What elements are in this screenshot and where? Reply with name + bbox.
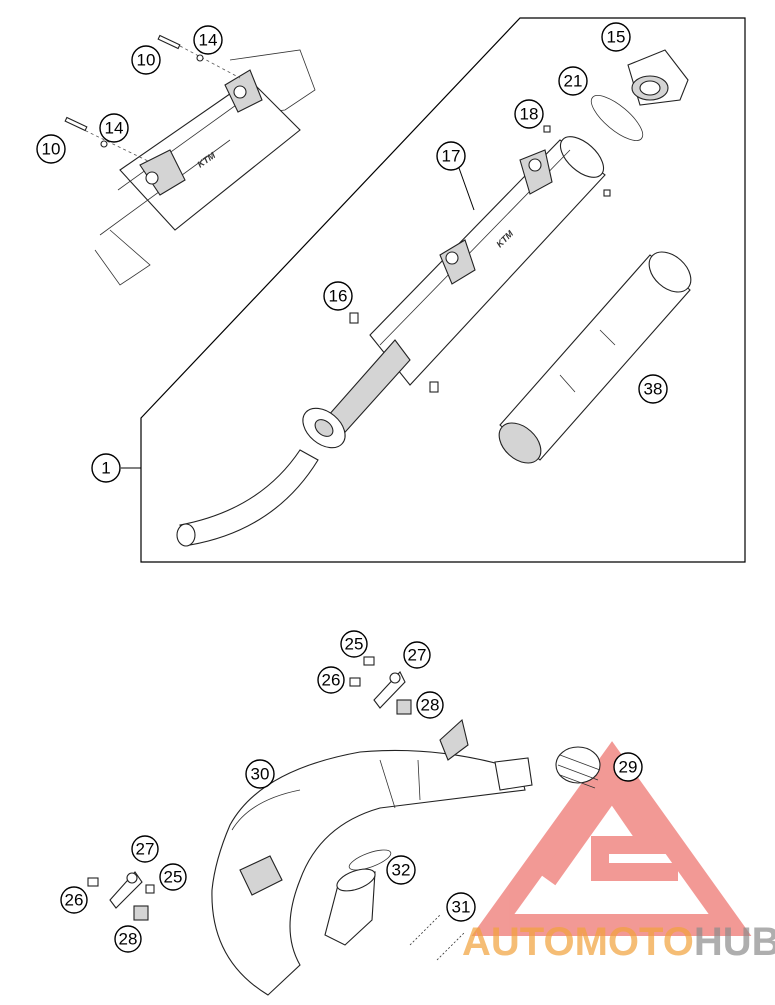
- callout-10b: 10: [36, 134, 66, 164]
- callout-14a: 14: [193, 25, 223, 55]
- watermark-auto: AUTO: [462, 920, 575, 964]
- screw-16b: [429, 381, 439, 393]
- svg-text:29: 29: [619, 758, 638, 777]
- logo-triangle-outer: [471, 741, 752, 936]
- svg-text:14: 14: [105, 119, 124, 138]
- callout-26b: 26: [60, 886, 88, 914]
- svg-text:18: 18: [520, 105, 539, 124]
- callout-17: 17: [436, 141, 466, 171]
- callout-30: 30: [245, 759, 275, 789]
- silencer: KTM: [369, 125, 611, 386]
- callout-1: 1: [91, 453, 121, 483]
- callout-28a: 28: [416, 691, 444, 719]
- leader-17: [458, 167, 475, 211]
- svg-text:1: 1: [101, 459, 110, 478]
- callout-21: 21: [558, 66, 588, 96]
- callout-14b: 14: [99, 113, 129, 143]
- callout-16: 16: [323, 281, 353, 311]
- link-pipe: [176, 449, 319, 547]
- svg-text:28: 28: [119, 930, 138, 949]
- svg-text:32: 32: [392, 861, 411, 880]
- svg-text:15: 15: [607, 28, 626, 47]
- svg-text:14: 14: [199, 31, 218, 50]
- exhaust-manifold: [324, 868, 376, 946]
- svg-text:38: 38: [644, 380, 663, 399]
- svg-text:28: 28: [421, 696, 440, 715]
- bracket-hardware-top: [349, 656, 412, 715]
- callout-27a: 27: [403, 641, 431, 669]
- callout-25a: 25: [340, 630, 368, 658]
- logo-inner-mark: [540, 774, 678, 886]
- svg-text:31: 31: [452, 898, 471, 917]
- connecting-seal: [555, 746, 601, 789]
- svg-text:25: 25: [345, 635, 364, 654]
- svg-text:10: 10: [137, 51, 156, 70]
- svg-text:17: 17: [442, 147, 461, 166]
- springs: [409, 914, 466, 961]
- insulation-sleeve: [498, 251, 692, 464]
- svg-text:10: 10: [42, 140, 61, 159]
- perforated-tube: [302, 339, 411, 449]
- callout-18: 18: [514, 99, 544, 129]
- watermark-brand: AUTOMOTOHUB: [462, 920, 775, 964]
- callout-27b: 27: [131, 835, 159, 863]
- svg-text:30: 30: [251, 765, 270, 784]
- assembly-frame: [140, 17, 746, 563]
- callout-32: 32: [386, 855, 416, 885]
- automotohub-logo: [471, 741, 752, 936]
- callout-10a: 10: [131, 45, 161, 75]
- svg-text:27: 27: [408, 646, 427, 665]
- bracket-hardware-left: [87, 871, 155, 921]
- exhaust-o-ring: [348, 849, 392, 871]
- callout-28b: 28: [114, 925, 142, 953]
- o-ring: [590, 95, 644, 141]
- svg-text:27: 27: [136, 840, 155, 859]
- svg-text:25: 25: [164, 868, 183, 887]
- callout-15: 15: [601, 22, 631, 52]
- end-cap: [627, 49, 689, 106]
- watermark-moto: MOTO: [575, 920, 694, 964]
- svg-text:26: 26: [65, 891, 84, 910]
- mounted-muffler-detail: KTM: [64, 34, 316, 286]
- screw-16a: [349, 312, 359, 324]
- exhaust-pipe: [211, 718, 533, 996]
- svg-text:26: 26: [322, 671, 341, 690]
- svg-text:16: 16: [329, 287, 348, 306]
- callout-38: 38: [638, 374, 668, 404]
- callout-29: 29: [613, 752, 643, 782]
- svg-text:21: 21: [564, 72, 583, 91]
- callout-26a: 26: [317, 666, 345, 694]
- callout-25b: 25: [159, 863, 187, 891]
- watermark-hub: HUB: [694, 920, 775, 964]
- callout-31: 31: [446, 892, 476, 922]
